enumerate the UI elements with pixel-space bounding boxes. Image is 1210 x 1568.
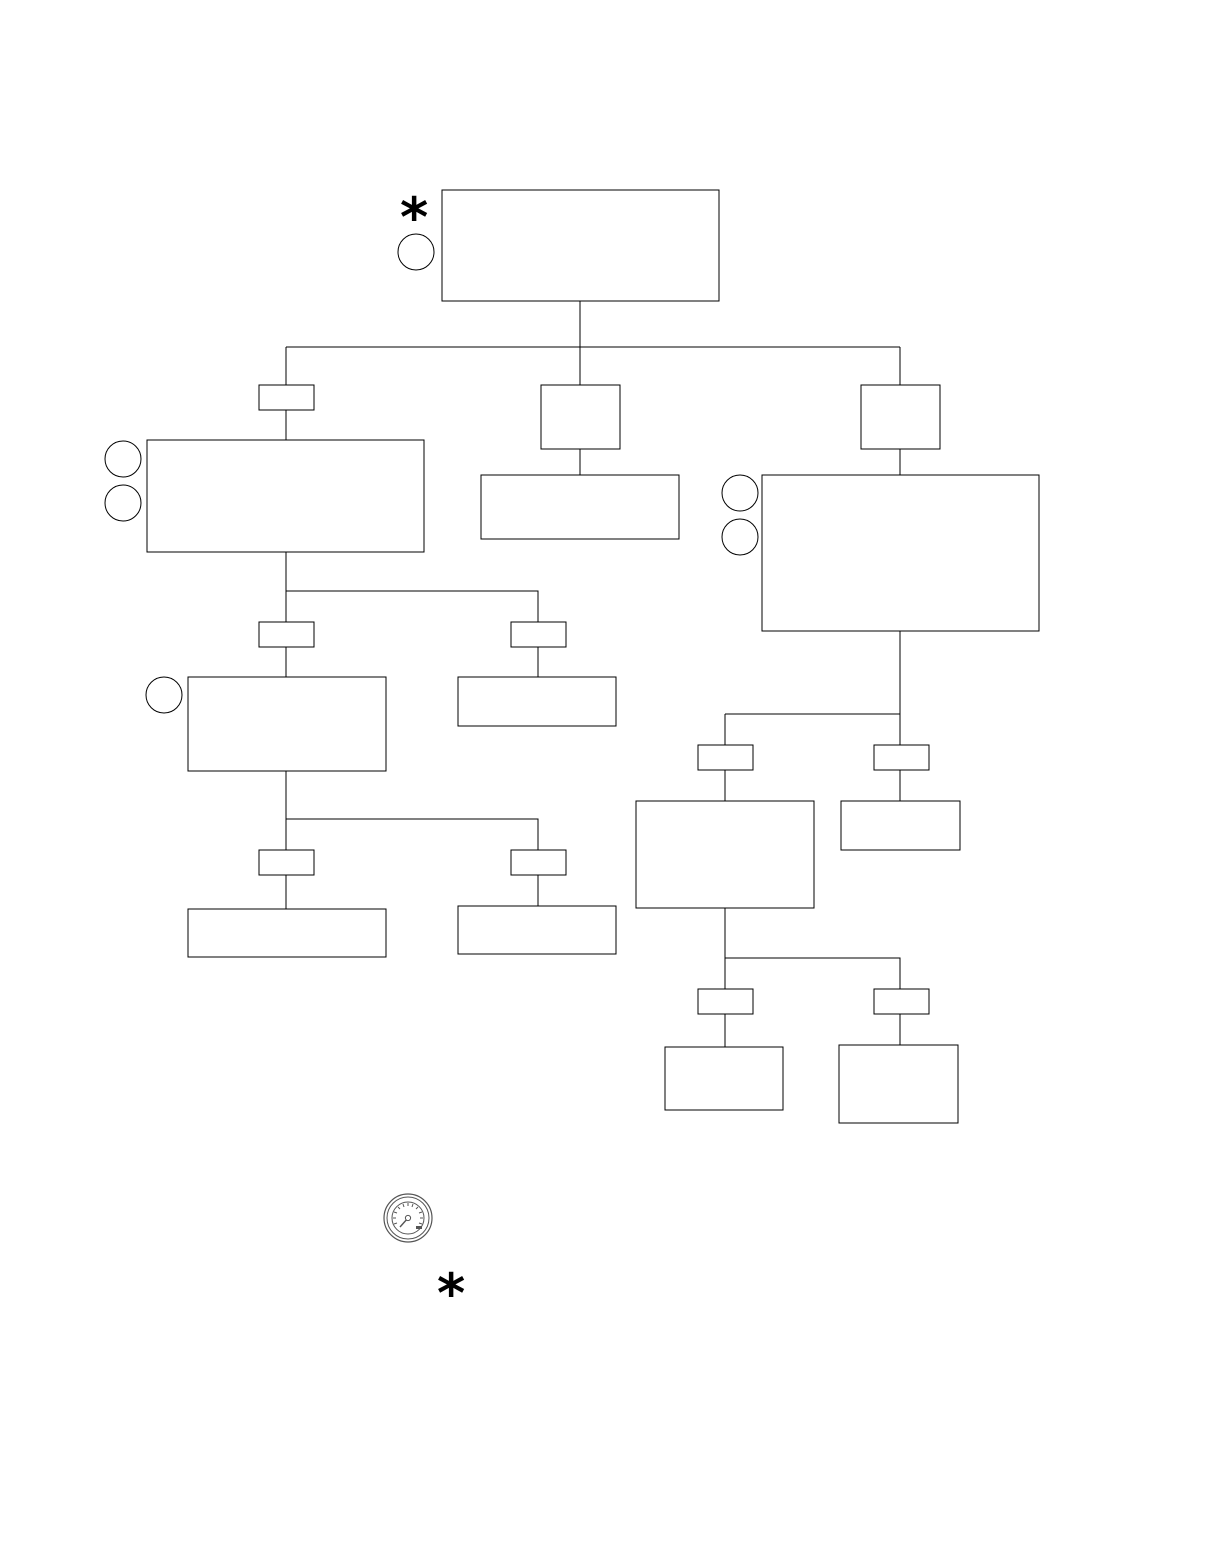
branch-label-right-b bbox=[873, 744, 930, 771]
circle-marker bbox=[104, 484, 142, 522]
connector-left-trunk bbox=[285, 552, 539, 622]
right-sub-a-node bbox=[664, 1046, 784, 1111]
right-sub-b-node bbox=[838, 1044, 959, 1124]
center-header-box bbox=[540, 384, 621, 450]
right-a-node bbox=[635, 800, 815, 909]
left-a-node bbox=[187, 676, 387, 772]
branch-label-left-b bbox=[510, 621, 567, 648]
root-node bbox=[441, 189, 720, 302]
gauge-icon bbox=[383, 1193, 433, 1243]
branch-label-right-sub-a bbox=[697, 988, 754, 1015]
circle-marker bbox=[721, 518, 759, 556]
left-sub-b-node bbox=[457, 905, 617, 955]
asterisk-symbol: * bbox=[400, 186, 428, 249]
left-sub-a-node bbox=[187, 908, 387, 958]
connectors bbox=[285, 301, 901, 1047]
nodes bbox=[146, 189, 1040, 1124]
right-header-box bbox=[860, 384, 941, 450]
left-node bbox=[146, 439, 425, 553]
circle-marker bbox=[145, 676, 183, 714]
branch-label-left-sub-b bbox=[510, 849, 567, 876]
branch-label-left bbox=[258, 384, 315, 411]
branch-label-left-sub-a bbox=[258, 849, 315, 876]
center-node bbox=[480, 474, 680, 540]
circle-marker bbox=[397, 233, 435, 271]
branch-label-right-sub-b bbox=[873, 988, 930, 1015]
branch-labels bbox=[258, 384, 930, 1015]
connector-left-sub-trunk bbox=[285, 771, 539, 850]
legend: * bbox=[383, 1193, 465, 1325]
circle-marker bbox=[721, 474, 759, 512]
circle-marker bbox=[104, 440, 142, 478]
right-b-node bbox=[840, 800, 961, 851]
legend-asterisk-symbol: * bbox=[437, 1262, 465, 1325]
branch-label-right-a bbox=[697, 744, 754, 771]
circle-markers bbox=[104, 233, 759, 714]
connector-right-sub-bus bbox=[725, 957, 901, 989]
left-b-node bbox=[457, 676, 617, 727]
right-node bbox=[761, 474, 1040, 632]
branch-label-left-a bbox=[258, 621, 315, 648]
